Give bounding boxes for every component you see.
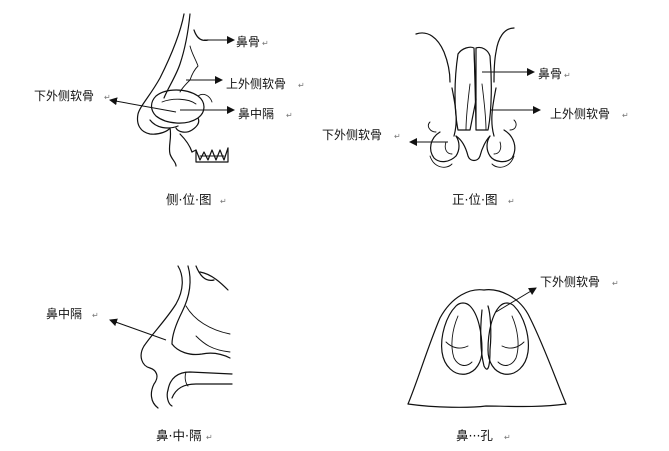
paragraph-mark: ↵ (504, 433, 511, 442)
label-nasal-bone-lateral: 鼻骨 (236, 34, 260, 49)
septum-annotations: 鼻中隔 鼻·中·隔 (46, 306, 201, 443)
paragraph-mark: ↵ (394, 132, 401, 141)
paragraph-mark: ↵ (622, 111, 629, 120)
paragraph-mark: ↵ (262, 39, 269, 48)
paragraph-mark: ↵ (286, 111, 293, 120)
label-septum-lateral: 鼻中隔 (238, 106, 274, 121)
caption-nostril-view: 鼻···孔 (456, 428, 493, 443)
paragraph-mark: ↵ (564, 71, 571, 80)
label-lower-lateral-cartilage-nostril: 下外侧软骨 (540, 275, 600, 289)
caption-lateral-view: 侧·位·图 (166, 192, 211, 207)
label-nasal-bone-frontal: 鼻骨 (538, 66, 562, 81)
paragraph-mark: ↵ (92, 311, 99, 320)
frontal-annotations: 鼻骨 上外侧软骨 下外侧软骨 正·位·图 (322, 66, 610, 207)
label-septum-septum-view: 鼻中隔 (46, 306, 82, 321)
arrow-septum-septum-view (109, 318, 167, 341)
label-lower-lateral-cartilage-frontal: 下外侧软骨 (322, 128, 382, 142)
lateral-view-drawing (136, 13, 229, 167)
lateral-annotations: 鼻骨 上外侧软骨 鼻中隔 下外侧软骨 侧·位·图 (34, 34, 286, 207)
paragraph-mark: ↵ (206, 433, 213, 442)
paragraph-mark: ↵ (298, 81, 305, 90)
paragraph-mark: ↵ (104, 93, 111, 102)
nostril-annotations: 下外侧软骨 鼻···孔 (456, 275, 600, 443)
nostril-view-drawing (407, 289, 567, 408)
paragraph-mark: ↵ (508, 197, 515, 206)
arrow-lower-lateral-cartilage-lateral (109, 97, 177, 113)
caption-frontal-view: 正·位·图 (452, 192, 497, 207)
paragraph-mark: ↵ (612, 279, 619, 288)
arrow-lower-lateral-cartilage-nostril (495, 287, 537, 313)
label-upper-lateral-cartilage-lateral: 上外侧软骨 (226, 77, 286, 91)
frontal-view-drawing (415, 27, 517, 168)
paragraph-marks: ↵ ↵ ↵ ↵ ↵ ↵ ↵ ↵ ↵ ↵ ↵ ↵ ↵ (92, 39, 629, 442)
label-upper-lateral-cartilage-frontal: 上外侧软骨 (550, 107, 610, 121)
paragraph-mark: ↵ (220, 197, 227, 206)
label-lower-lateral-cartilage-lateral: 下外侧软骨 (34, 89, 94, 103)
septum-view-drawing (140, 265, 233, 409)
caption-septum-view: 鼻·中·隔 (156, 428, 201, 443)
